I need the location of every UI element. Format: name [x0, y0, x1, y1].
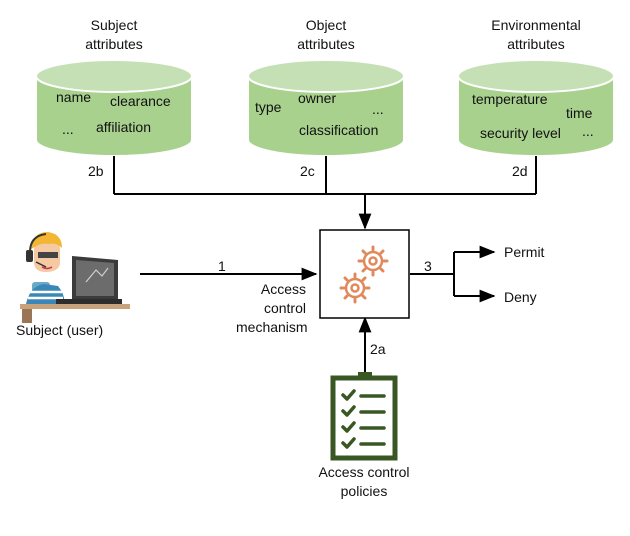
mechanism-label-line-1: Access [260, 281, 306, 297]
edge-label-3: 3 [424, 258, 432, 274]
attr-object-ellipsis: ... [372, 101, 384, 117]
edge-label-2b: 2b [88, 163, 104, 179]
edge-label-2a: 2a [370, 341, 386, 357]
attr-affiliation: affiliation [96, 119, 152, 135]
gears-icon [339, 245, 389, 304]
environmental-title-line-2: attributes [507, 36, 565, 52]
attr-clearance: clearance [110, 93, 171, 109]
subject-attributes-cylinder [35, 59, 193, 157]
user-at-laptop-icon [20, 232, 130, 323]
subject-attributes-title: Subject attributes [64, 16, 164, 54]
edge-label-2d: 2d [512, 163, 528, 179]
decision-arrows [410, 245, 496, 303]
object-attributes-title: Object attributes [276, 16, 376, 54]
attr-type: type [255, 99, 282, 115]
decision-deny: Deny [504, 289, 537, 305]
edge-label-2c: 2c [300, 163, 315, 179]
mechanism-label-line-3: mechanism [236, 319, 308, 335]
environmental-attributes-title: Environmental attributes [476, 16, 596, 54]
attr-owner: owner [298, 90, 337, 106]
attr-classification: classification [299, 122, 379, 138]
mechanism-label-line-2: control [263, 300, 306, 316]
attr-name: name [56, 89, 92, 105]
subject-title-line-1: Subject [90, 17, 138, 33]
subject-user-label: Subject (user) [16, 322, 104, 338]
decision-permit: Permit [504, 244, 545, 260]
object-title-line-2: attributes [297, 36, 355, 52]
attribute-connectors [113, 156, 537, 230]
attr-time: time [566, 105, 593, 121]
edge-label-1: 1 [218, 258, 226, 274]
attr-temperature: temperature [472, 91, 548, 107]
attr-env-ellipsis: ... [582, 123, 594, 139]
policies-label-line-1: Access control [318, 464, 410, 480]
checklist-icon [330, 372, 398, 461]
mechanism-label: Access control mechanism [236, 280, 346, 337]
attr-subject-ellipsis: ... [62, 121, 74, 137]
policies-label-line-2: policies [340, 483, 388, 499]
object-attributes-cylinder [247, 59, 405, 157]
policies-label: Access control policies [304, 463, 424, 501]
object-title-line-1: Object [305, 17, 347, 33]
subject-title-line-2: attributes [85, 36, 143, 52]
attr-security-level: security level [480, 125, 561, 141]
environmental-title-line-1: Environmental [491, 17, 581, 33]
access-control-mechanism-box [319, 229, 410, 319]
